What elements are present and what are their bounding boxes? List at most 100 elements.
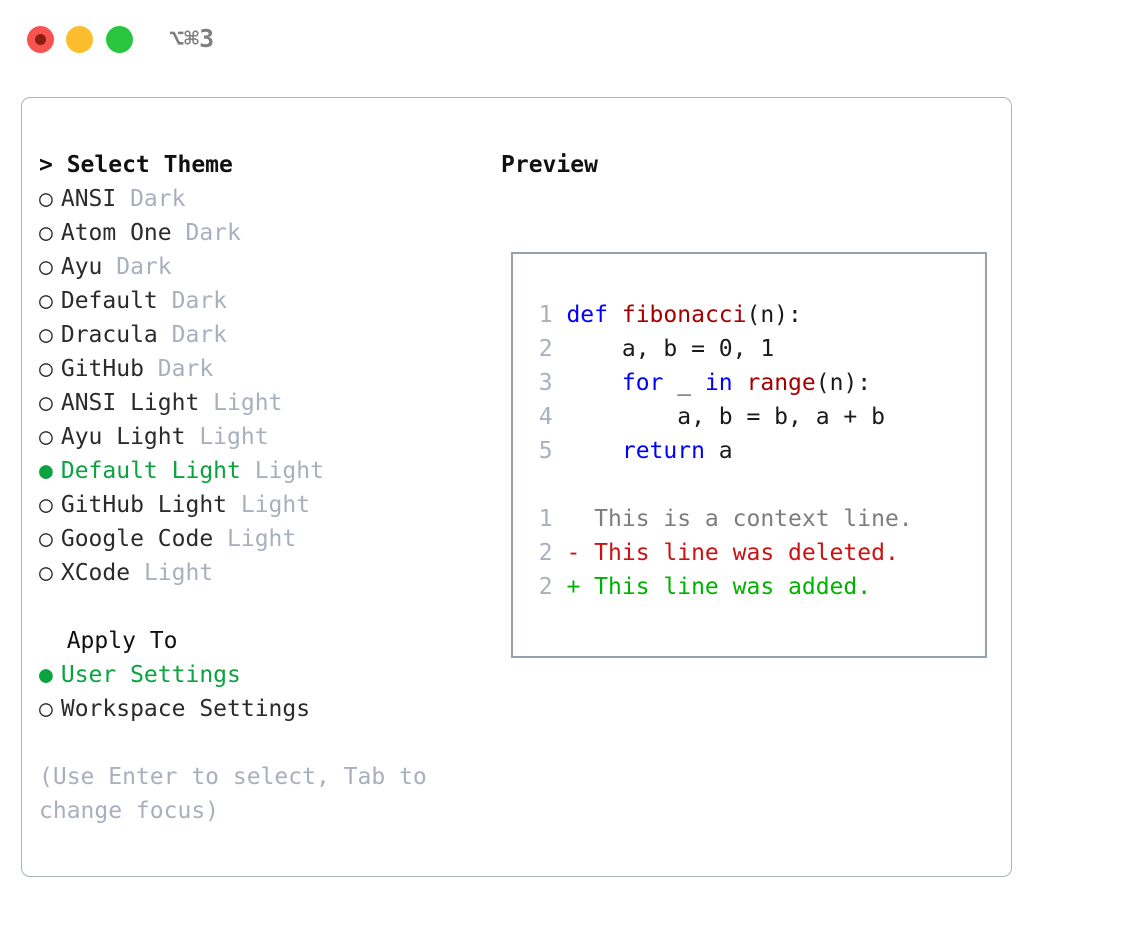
code-token: in <box>704 370 733 396</box>
code-token: fibonacci <box>621 302 747 328</box>
code-line-4: 5 return a <box>525 434 913 468</box>
option-tag: Dark <box>102 254 172 280</box>
theme-item-5[interactable]: ○ GitHub Dark <box>39 352 469 386</box>
option-label: User Settings <box>60 662 241 688</box>
option-label: Workspace Settings <box>60 696 311 722</box>
theme-item-10[interactable]: ○ Google Code Light <box>39 522 469 556</box>
option-tag: Dark <box>143 356 214 382</box>
radio-unselected-icon: ○ <box>39 356 53 382</box>
radio-unselected-icon: ○ <box>39 254 53 280</box>
theme-item-1[interactable]: ○ Atom One Dark <box>39 216 469 250</box>
option-tag: Dark <box>157 322 228 348</box>
option-label: Default <box>60 288 158 314</box>
theme-item-9[interactable]: ○GitHub Light Light <box>39 488 469 522</box>
close-button[interactable] <box>27 26 54 53</box>
theme-list[interactable]: ○ANSI Dark ○ Atom One Dark ○ Ayu Dark ○ Defaul… <box>39 182 469 590</box>
apply-to-list[interactable]: ● User Settings ○ Workspace Settings <box>39 658 469 726</box>
theme-selector-column: > Select Theme ○ANSI Dark○Atom One Dark○… <box>39 148 469 828</box>
code-token: _ <box>663 370 705 396</box>
option-label: Ayu <box>60 254 103 280</box>
radio-unselected-icon: ○ <box>39 696 53 722</box>
code-token: (n): <box>815 370 872 396</box>
theme-item-4[interactable]: ○ Dracula Dark <box>39 318 469 352</box>
code-token <box>566 370 621 396</box>
option-tag: Dark <box>171 220 241 246</box>
code-line-2: 3 for _ in range(n): <box>525 366 913 400</box>
theme-item-11[interactable]: ○XCode Light <box>39 556 469 590</box>
option-tag: Light <box>213 526 297 552</box>
theme-item-2[interactable]: ○ Ayu Dark <box>39 250 469 284</box>
diff-line-0: 1 This is a context line. <box>525 502 913 536</box>
theme-item-7[interactable]: ○ Ayu Light Light <box>39 420 469 454</box>
list-spacer <box>39 590 469 624</box>
radio-unselected-icon: ○ <box>39 220 53 246</box>
radio-unselected-icon: ○ <box>39 322 53 348</box>
code-token: a <box>704 438 733 464</box>
line-number: 3 <box>538 370 553 396</box>
radio-unselected-icon: ○ <box>39 288 53 314</box>
code-token: for <box>621 370 664 396</box>
preview-column: Preview 1 def fibonacci(n):2 a, b = 0, 1… <box>501 148 991 658</box>
code-token <box>733 370 747 396</box>
keyboard-shortcut-label: ⌥⌘3 <box>169 24 215 53</box>
option-tag: Light <box>185 424 269 450</box>
gutter-gap <box>553 370 567 396</box>
code-token: def <box>566 302 608 328</box>
option-tag: Light <box>240 458 324 484</box>
preview-title: Preview <box>501 152 598 178</box>
gutter-gap <box>553 302 567 328</box>
option-label: GitHub Light <box>60 492 228 518</box>
option-label: Default Light <box>60 458 241 484</box>
apply-item-0[interactable]: ● User Settings <box>39 658 469 692</box>
theme-item-0[interactable]: ○ANSI Dark <box>39 182 469 216</box>
option-label: Atom One <box>60 220 172 246</box>
minimize-button[interactable] <box>66 26 93 53</box>
diff-line-2: 2 + This line was added. <box>525 570 913 604</box>
theme-item-3[interactable]: ○ Default Dark <box>39 284 469 318</box>
radio-selected-icon: ● <box>39 662 53 688</box>
line-number: 1 <box>538 302 553 328</box>
code-token: - This line was deleted. <box>566 540 899 566</box>
help-spacer <box>39 726 469 760</box>
code-line-3: 4 a, b = b, a + b <box>525 400 913 434</box>
option-label: Ayu Light <box>60 424 186 450</box>
title-bar: ⌥⌘3 <box>0 0 1140 78</box>
gutter-gap <box>553 438 567 464</box>
line-number: 2 <box>538 540 553 566</box>
radio-unselected-icon: ○ <box>39 390 53 416</box>
option-label: Dracula <box>60 322 158 348</box>
code-token: + This line was added. <box>566 574 872 600</box>
radio-unselected-icon: ○ <box>39 526 53 552</box>
code-token: This is a context line. <box>566 506 913 532</box>
option-tag: Light <box>227 492 311 518</box>
theme-item-8[interactable]: ●Default Light Light <box>39 454 469 488</box>
select-theme-header: > Select Theme <box>39 152 233 178</box>
gutter-gap <box>553 506 567 532</box>
code-token <box>566 438 621 464</box>
main-panel: > Select Theme ○ANSI Dark○Atom One Dark○… <box>21 97 1012 877</box>
code-token: a, b = 0, 1 <box>566 336 775 362</box>
option-tag: Light <box>130 560 214 586</box>
option-label: ANSI Light <box>60 390 200 416</box>
line-number: 5 <box>538 438 553 464</box>
option-tag: Dark <box>116 186 186 212</box>
line-number: 4 <box>538 404 553 430</box>
apply-item-1[interactable]: ○ Workspace Settings <box>39 692 469 726</box>
option-label: XCode <box>60 560 131 586</box>
help-text: (Use Enter to select, Tab to change focu… <box>39 764 441 824</box>
line-number: 2 <box>538 574 553 600</box>
option-tag: Dark <box>157 288 228 314</box>
code-token: a, b = b, a + b <box>566 404 885 430</box>
gutter-gap <box>553 574 567 600</box>
option-tag: Light <box>199 390 283 416</box>
maximize-button[interactable] <box>106 26 133 53</box>
option-label: GitHub <box>60 356 144 382</box>
option-label: Google Code <box>60 526 214 552</box>
code-token: range <box>746 370 816 396</box>
line-number: 1 <box>538 506 553 532</box>
theme-item-6[interactable]: ○ ANSI Light Light <box>39 386 469 420</box>
code-line-0: 1 def fibonacci(n): <box>525 298 913 332</box>
radio-unselected-icon: ○ <box>39 424 53 450</box>
gutter-gap <box>553 404 567 430</box>
